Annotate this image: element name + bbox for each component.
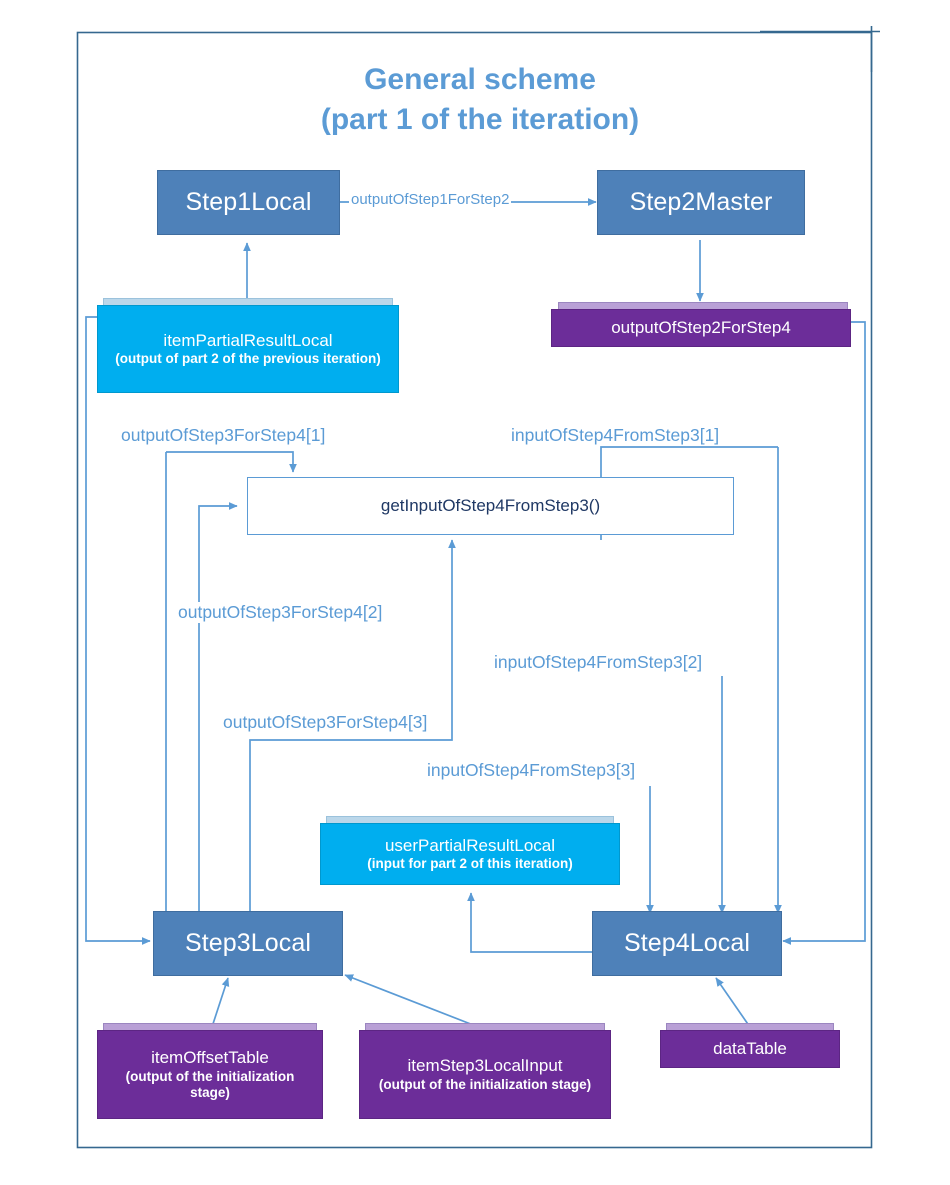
node-step2-master-label: Step2Master [629, 188, 773, 216]
node-step4-local-label: Step4Local [623, 929, 751, 957]
node-user-partial-result-local-sub: (input for part 2 of this iteration) [367, 856, 573, 872]
node-item-offset-table-sub: (output of the initialization stage) [125, 1068, 295, 1100]
page-title-line2: (part 1 of the iteration) [320, 102, 640, 136]
stack-strip-item-partial-result-local [103, 298, 393, 306]
edge-offsettable-to-step3 [210, 977, 230, 1031]
edge-label-output-of-step1-for-step2: outputOfStep1ForStep2 [349, 191, 512, 208]
edge-label-output-of-step3-for-step4-2: outputOfStep3ForStep4[2] [176, 602, 385, 623]
edge-step4-to-userpartial [467, 892, 596, 953]
edge-itempartial-to-step3 [85, 316, 151, 945]
node-user-partial-result-local-title: userPartialResultLocal [384, 835, 556, 855]
edge-out3-2-into-fn [198, 502, 238, 913]
node-item-offset-table-title: itemOffsetTable [151, 1048, 269, 1068]
edge-label-input-of-step4-from-step3-2: inputOfStep4FromStep3[2] [492, 652, 705, 673]
edge-label-output-of-step3-for-step4-3: outputOfStep3ForStep4[3] [221, 712, 430, 733]
stack-strip-item-step3-local-input [365, 1023, 605, 1031]
page-title: General scheme (part 1 of the iteration) [100, 60, 860, 139]
stack-strip-item-offset-table [103, 1023, 317, 1031]
node-get-input-of-step4-from-step3[interactable]: getInputOfStep4FromStep3() [247, 477, 734, 535]
node-data-table-title: dataTable [713, 1039, 787, 1059]
node-step4-local[interactable]: Step4Local [592, 911, 782, 976]
edge-label-input-of-step4-from-step3-1: inputOfStep4FromStep3[1] [509, 425, 722, 446]
edge-out3-3-into-fn [249, 539, 456, 913]
stack-strip-data-table [666, 1023, 834, 1031]
outer-frame [76, 26, 880, 1149]
edge-out3-1-into-fn [166, 451, 297, 473]
edge-step3input-to-step3 [344, 974, 487, 1031]
node-user-partial-result-local[interactable]: userPartialResultLocal (input for part 2… [320, 823, 620, 885]
node-item-step3-local-input-title: itemStep3LocalInput [407, 1056, 563, 1076]
node-item-offset-table[interactable]: itemOffsetTable (output of the initializ… [97, 1030, 323, 1119]
node-item-step3-local-input-sub: (output of the initialization stage) [378, 1076, 592, 1092]
node-data-table[interactable]: dataTable [660, 1030, 840, 1068]
node-get-input-of-step4-from-step3-label: getInputOfStep4FromStep3() [380, 496, 601, 515]
edge-out2-to-step4 [782, 321, 866, 945]
node-output-of-step2-for-step4-title: outputOfStep2ForStep4 [611, 318, 791, 338]
node-item-partial-result-local[interactable]: itemPartialResultLocal (output of part 2… [97, 305, 399, 393]
stack-strip-user-partial-result-local [326, 816, 614, 824]
edge-label-input-of-step4-from-step3-3: inputOfStep4FromStep3[3] [425, 760, 638, 781]
node-step3-local-label: Step3Local [184, 929, 312, 957]
edge-datatable-to-step4 [715, 977, 753, 1031]
node-step1-local-label: Step1Local [185, 188, 312, 216]
node-output-of-step2-for-step4[interactable]: outputOfStep2ForStep4 [551, 309, 851, 347]
node-item-partial-result-local-title: itemPartialResultLocal [163, 330, 333, 350]
edge-label-output-of-step3-for-step4-1: outputOfStep3ForStep4[1] [119, 425, 328, 446]
node-item-step3-local-input[interactable]: itemStep3LocalInput (output of the initi… [359, 1030, 611, 1119]
node-item-partial-result-local-sub: (output of part 2 of the previous iterat… [115, 351, 381, 367]
node-step1-local[interactable]: Step1Local [157, 170, 340, 235]
page-title-line1: General scheme [364, 63, 596, 96]
node-step2-master[interactable]: Step2Master [597, 170, 805, 235]
node-step3-local[interactable]: Step3Local [153, 911, 343, 976]
stack-strip-output-of-step2-for-step4 [558, 302, 848, 310]
